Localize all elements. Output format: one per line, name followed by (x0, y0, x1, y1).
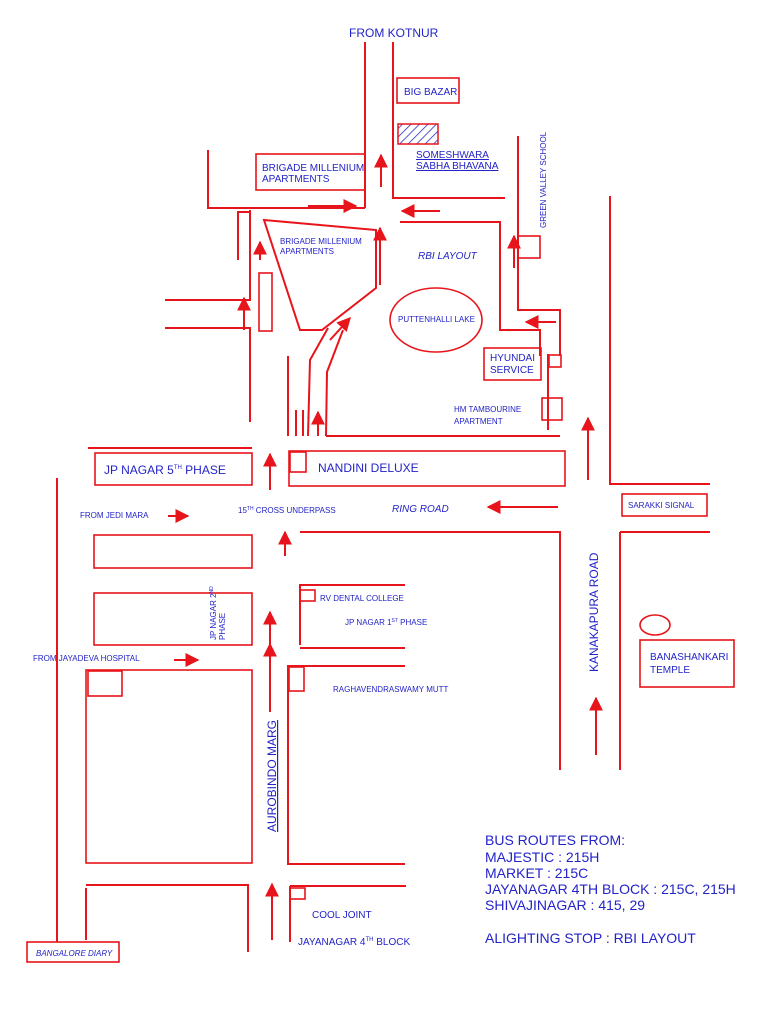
jp-nagar-5th-box (94, 452, 253, 486)
label-hm-tambourine-1: HM TAMBOURINE (454, 405, 521, 414)
sarakki-box (621, 493, 708, 517)
bus-routes-heading: BUS ROUTES FROM: (485, 832, 625, 848)
label-jp-nagar-2nd-2: PHASE (218, 613, 227, 640)
label-cool-joint: COOL JOINT (312, 910, 372, 921)
roads (56, 42, 710, 952)
arrow-diagonal-icon (329, 316, 351, 341)
direction-arrows (168, 153, 603, 940)
label-hm-tambourine-2: APARTMENT (454, 417, 503, 426)
bus-route-line: MARKET : 215C (485, 865, 588, 881)
label-brigade-inner-1: BRIGADE MILLENIUM (280, 237, 362, 246)
label-sarakki-signal: SARAKKI SIGNAL (628, 501, 695, 510)
label-rv-dental-college: RV DENTAL COLLEGE (320, 594, 404, 603)
label-brigade-inner-2: APARTMENTS (280, 247, 334, 256)
label-green-valley-school: GREEN VALLEY SCHOOL (539, 131, 548, 228)
alighting-stop: ALIGHTING STOP : RBI LAYOUT (485, 930, 696, 946)
label-someshwara-1: SOMESHWARA (416, 150, 489, 161)
label-jp-nagar-2nd-1: JP NAGAR 2ND (209, 586, 218, 640)
label-nandini-deluxe: NANDINI DELUXE (318, 461, 419, 475)
label-from-kotnur: FROM KOTNUR (349, 26, 439, 40)
big-bazar-box (396, 77, 460, 104)
label-big-bazar: BIG BAZAR (404, 87, 457, 98)
label-from-jedi-mara: FROM JEDI MARA (80, 511, 149, 520)
label-bangalore-diary: BANGALORE DIARY (36, 949, 113, 958)
label-ring-road: RING ROAD (392, 504, 449, 515)
banashankari-box (639, 639, 735, 688)
bangalore-diary-box (26, 941, 120, 963)
label-banashankari-2: TEMPLE (650, 665, 690, 676)
label-hyundai-2: SERVICE (490, 365, 534, 376)
label-someshwara-2: SABHA BHAVANA (416, 161, 499, 172)
label-from-jayadeva: FROM JAYADEVA HOSPITAL (33, 654, 140, 663)
label-boxes (26, 77, 735, 963)
label-jp-nagar-5th: JP NAGAR 5TH PHASE (104, 463, 226, 477)
label-cross-underpass: 15TH CROSS UNDERPASS (238, 506, 336, 515)
label-aurobindo-marg: AUROBINDO MARG (265, 720, 279, 832)
label-jp-nagar-1st: JP NAGAR 1ST PHASE (345, 618, 427, 627)
label-raghavendra-mutt: RAGHAVENDRASWAMY MUTT (333, 685, 449, 694)
hyundai-box (483, 347, 542, 381)
label-jayanagar-4th: JAYANAGAR 4TH BLOCK (298, 937, 410, 948)
bus-route-line: MAJESTIC : 215H (485, 849, 599, 865)
label-banashankari-1: BANASHANKARI (650, 652, 728, 663)
label-rbi-layout: RBI LAYOUT (418, 251, 478, 262)
bus-routes: BUS ROUTES FROM: MAJESTIC : 215H MARKET … (485, 832, 736, 946)
bus-route-line: JAYANAGAR 4TH BLOCK : 215C, 215H (485, 881, 736, 897)
place-labels: FROM KOTNUR BIG BAZAR SOMESHWARA SABHA B… (33, 26, 728, 958)
label-brigade-top-1: BRIGADE MILLENIUM (262, 163, 364, 174)
bus-route-line: SHIVAJINAGAR : 415, 29 (485, 897, 645, 913)
label-kanakapura-road: KANAKAPURA ROAD (587, 552, 601, 672)
label-puttenhalli-lake: PUTTENHALLI LAKE (398, 315, 475, 324)
label-hyundai-1: HYUNDAI (490, 353, 535, 364)
label-brigade-top-2: APARTMENTS (262, 174, 330, 185)
brigade-top-box (255, 153, 366, 191)
